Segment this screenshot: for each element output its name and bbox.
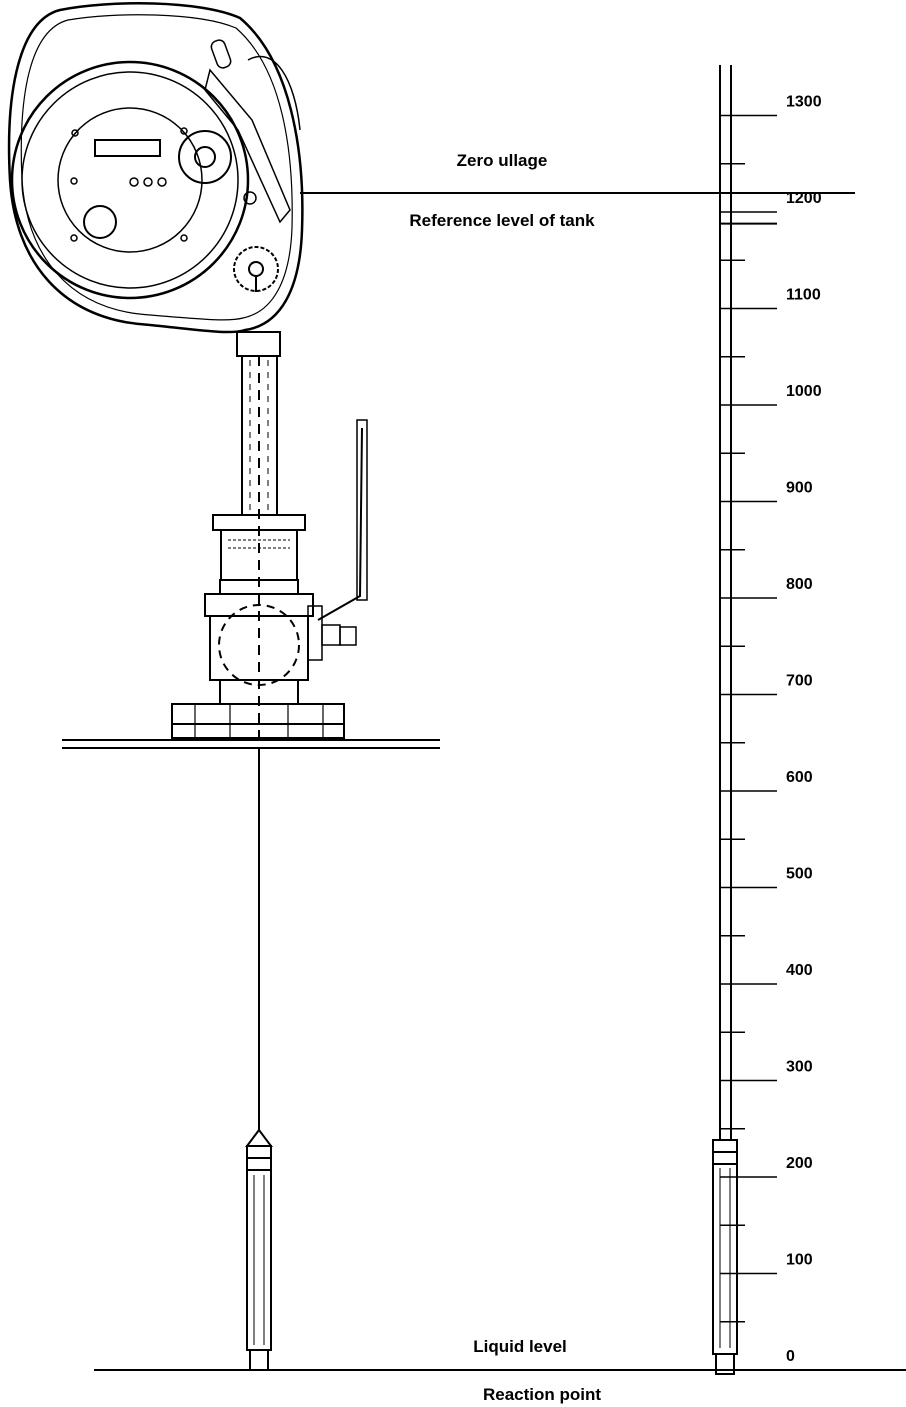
tick-label: 100 [786, 1252, 813, 1269]
scale-tick-labels: 0 100 200 300 400 500 600 700 800 900 1000 1100 1200… [786, 94, 822, 1366]
tick-label: 300 [786, 1059, 813, 1076]
zero-ullage-label: Zero ullage [457, 151, 548, 170]
displacer-right [712, 1139, 738, 1375]
stem-and-valve [171, 331, 368, 740]
tick-label: 0 [786, 1348, 795, 1365]
scale-tube [719, 65, 732, 1140]
gauge-head [7, 2, 304, 334]
displacer-left [245, 1128, 273, 1371]
scale-ticks [720, 114, 777, 1323]
tank-roof [62, 739, 440, 749]
tick-label: 1100 [786, 287, 821, 304]
tick-label: 500 [786, 866, 813, 883]
tick-label: 1000 [786, 383, 822, 400]
tick-label: 200 [786, 1155, 813, 1172]
tick-label: 700 [786, 673, 813, 690]
liquid-level-label: Liquid level [473, 1337, 567, 1356]
tick-label: 900 [786, 480, 813, 497]
tick-label: 1300 [786, 94, 822, 111]
tick-label: 1200 [786, 190, 822, 207]
tick-label: 800 [786, 576, 813, 593]
tick-label: 600 [786, 769, 813, 786]
reference-level-label: Reference level of tank [409, 211, 595, 230]
tick-label: 400 [786, 962, 813, 979]
reaction-point-label: Reaction point [483, 1385, 601, 1404]
